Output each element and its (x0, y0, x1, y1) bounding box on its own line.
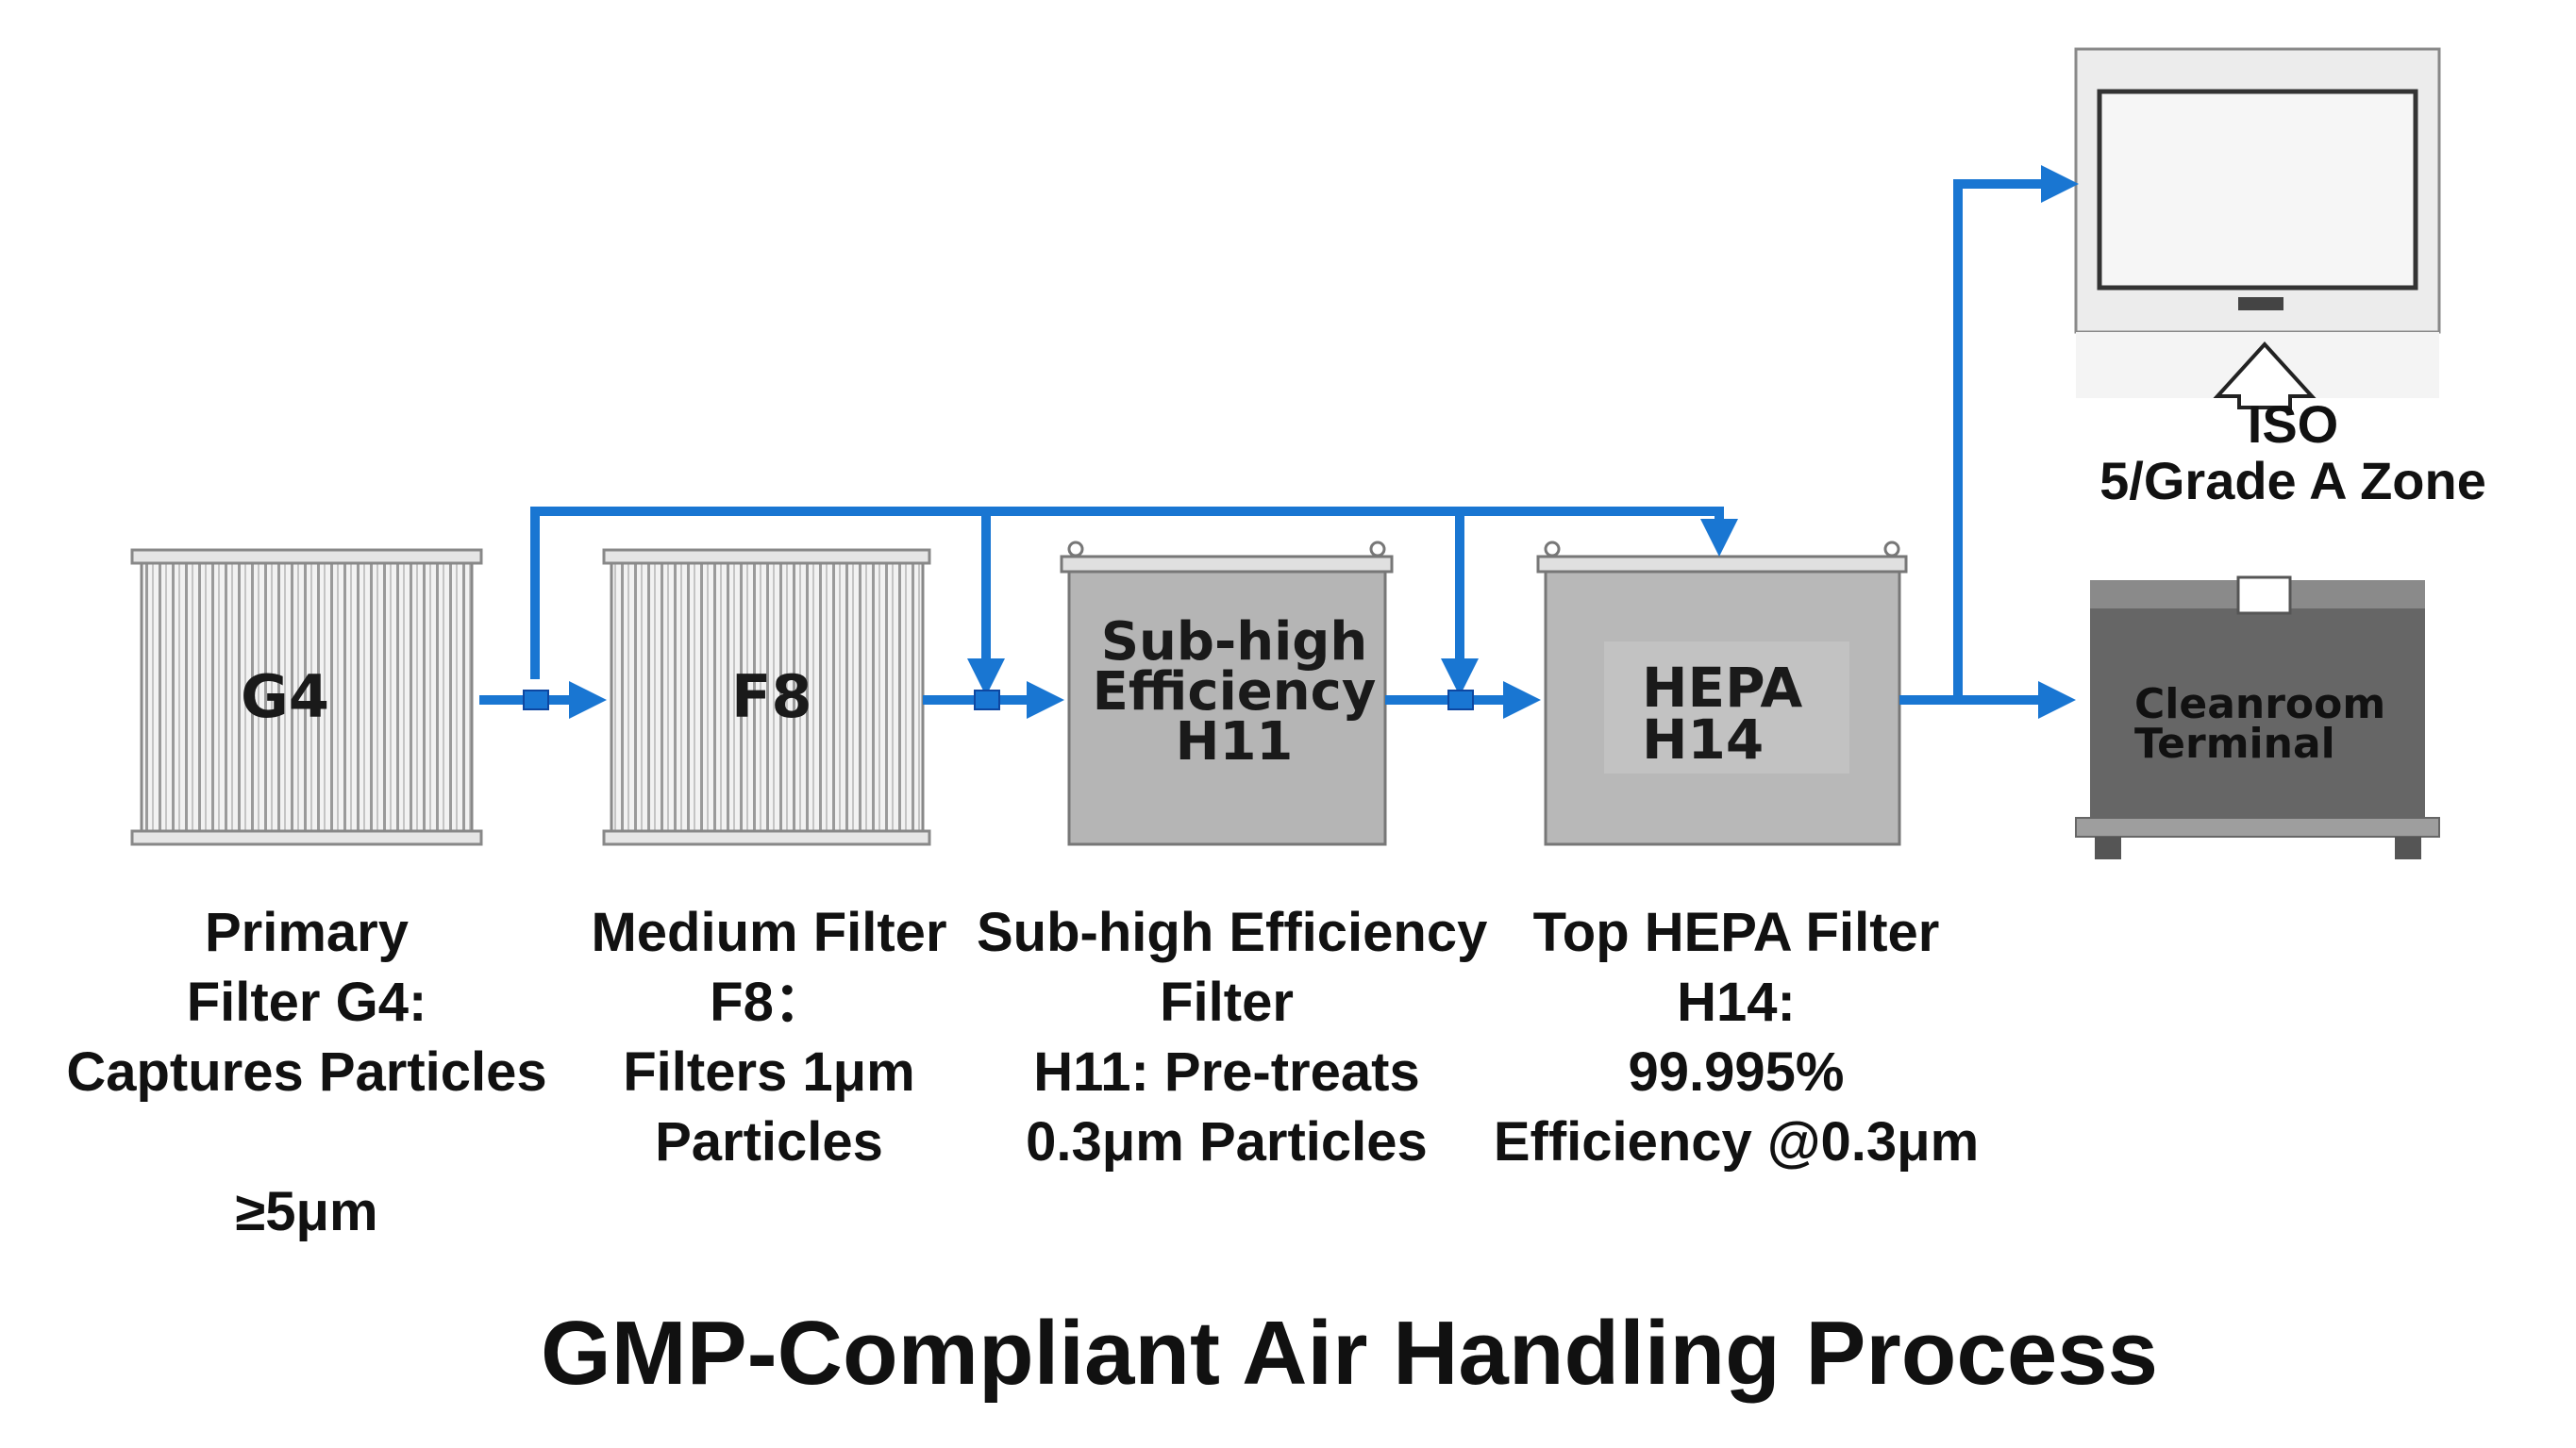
box-label-h14: HEPA H14 (1642, 656, 1803, 773)
caption-g4: Primary Filter G4: Captures Particles ≥5… (66, 902, 547, 1242)
box-label-g4: G4 (241, 662, 330, 731)
box-label-h11: Sub-high Efficiency H11 (1092, 611, 1377, 774)
zone-label: ISO 5/Grade A Zone (2099, 394, 2486, 510)
flow-pipes (479, 165, 2079, 719)
box-label-terminal: Cleanroom Terminal (2134, 680, 2386, 768)
cleanroom-terminal (2075, 575, 2440, 859)
box-label-f8: F8 (731, 662, 812, 731)
filter-h14 (1536, 541, 1908, 846)
caption-h14: Top HEPA Filter H14: 99.995% Efficiency … (1493, 902, 1980, 1173)
pipe-fittings (523, 690, 1474, 710)
filter-h11 (1060, 541, 1394, 846)
clean-zone-cabinet (2074, 47, 2441, 398)
riser-to-clean-zone (1953, 165, 2079, 700)
page-title: GMP-Compliant Air Handling Process (541, 1303, 2158, 1404)
caption-h11: Sub-high Efficiency Filter H11: Pre-trea… (977, 902, 1488, 1173)
filter-g4 (130, 548, 483, 846)
caption-f8: Medium Filter F8： Filters 1μm Particles (591, 902, 947, 1173)
bypass-header (530, 507, 1738, 679)
hollow-up-arrow-icon (2213, 341, 2317, 409)
filter-f8 (602, 548, 931, 846)
